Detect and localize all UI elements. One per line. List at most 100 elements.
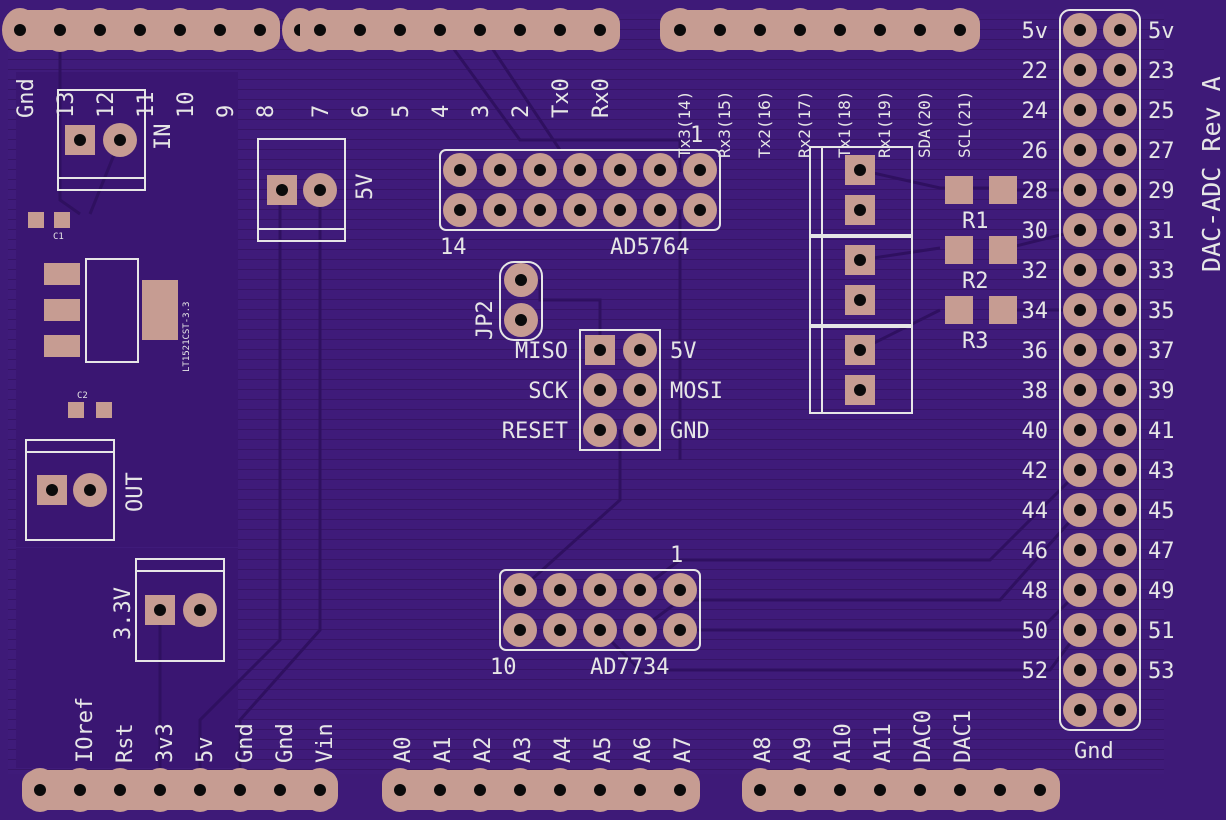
pin-label: DAC0 — [911, 710, 936, 763]
5v-pin-1 — [267, 175, 297, 205]
pin-label: Gnd — [14, 78, 39, 118]
terminal-pin — [845, 335, 875, 365]
pin-label: 9 — [214, 105, 239, 118]
header-pin — [142, 768, 178, 812]
pin-label: 36 — [1022, 339, 1049, 364]
pin-label: 42 — [1022, 459, 1049, 484]
header-pin — [1103, 693, 1137, 727]
pin-label: Gnd — [273, 723, 298, 763]
header-pin — [1103, 293, 1137, 327]
regulator-label: LT1521CST-3.3 — [182, 302, 192, 372]
header-pin — [622, 768, 658, 812]
ad5764-pin — [523, 193, 557, 227]
terminal-pin — [845, 245, 875, 275]
terminal-pin — [845, 285, 875, 315]
ad7734-pin — [663, 613, 697, 647]
silkscreen-outlines — [25, 9, 1141, 731]
header-pin — [582, 768, 618, 812]
pin-label: A0 — [391, 737, 416, 764]
pin-label: A9 — [791, 737, 816, 764]
header-pin — [1103, 53, 1137, 87]
header-pin — [742, 768, 778, 812]
in-pin-1 — [65, 125, 95, 155]
header-pin — [862, 768, 898, 812]
header-pin — [422, 8, 458, 52]
pin-label: A6 — [631, 737, 656, 764]
pin-label: 29 — [1148, 179, 1175, 204]
ad5764-pin1-label: 1 — [690, 123, 703, 148]
header-pin — [1103, 613, 1137, 647]
in-pin-2 — [103, 123, 137, 157]
pin-label: Tx1(18) — [835, 91, 854, 158]
in-label: IN — [151, 124, 176, 151]
header-pin — [742, 8, 778, 52]
header-pin — [902, 8, 938, 52]
pin-label: 3v3 — [153, 723, 178, 763]
header-pin — [1103, 13, 1137, 47]
header-strip — [742, 770, 1060, 810]
silkscreen-labels: DAC-ADC Rev A IN OUT 5V 3.3V C1 C2 LT152… — [14, 19, 1226, 764]
header-pin — [1103, 93, 1137, 127]
3v3-pin-2 — [183, 593, 217, 627]
icsp-pin — [583, 413, 617, 447]
header-pin — [1063, 293, 1097, 327]
ad5764-pin — [523, 153, 557, 187]
pin-label: 51 — [1148, 619, 1175, 644]
header-pin — [822, 8, 858, 52]
header-pin — [162, 8, 198, 52]
header-pin — [382, 768, 418, 812]
header-pin — [902, 768, 938, 812]
ad5764-pin — [563, 153, 597, 187]
pin-label: 48 — [1022, 579, 1049, 604]
header-pin — [302, 8, 338, 52]
pin-label: 3 — [469, 105, 494, 118]
jp2-pin — [504, 303, 538, 337]
pin-label: 4 — [429, 105, 454, 118]
ad7734-pin — [583, 613, 617, 647]
pin-label: 6 — [349, 105, 374, 118]
out-label: OUT — [123, 472, 148, 512]
pin-label: DAC1 — [951, 710, 976, 763]
pin-label: 35 — [1148, 299, 1175, 324]
pin-label: 30 — [1022, 219, 1049, 244]
out-pin-2 — [73, 473, 107, 507]
header-pin — [422, 768, 458, 812]
pin-label: IOref — [73, 697, 98, 763]
ad7734-pin — [503, 573, 537, 607]
ad5764-outline — [439, 149, 721, 231]
icsp-pin-1 — [585, 335, 615, 365]
pin-label: 22 — [1022, 59, 1049, 84]
header-pin — [662, 768, 698, 812]
header-pin — [262, 768, 298, 812]
ad5764-pin — [603, 153, 637, 187]
jp2-label: JP2 — [473, 300, 498, 340]
ad7734-pin — [543, 613, 577, 647]
right-header-gnd-label: Gnd — [1074, 739, 1114, 764]
header-pin — [1063, 13, 1097, 47]
ad5764-pin — [443, 153, 477, 187]
header-pin — [1063, 133, 1097, 167]
pin-label: 7 — [309, 105, 334, 118]
header-pin — [122, 8, 158, 52]
header-pin — [502, 8, 538, 52]
header-pin — [1063, 173, 1097, 207]
header-pin — [342, 8, 378, 52]
ad7734-pin — [583, 573, 617, 607]
header-pin — [582, 8, 618, 52]
pin-label: Rx2(17) — [795, 91, 814, 158]
screw-terminal-1 — [809, 146, 913, 236]
pin-label: A4 — [551, 737, 576, 764]
icsp-right-label: MOSI — [670, 379, 723, 404]
ad5764-pin — [683, 153, 717, 187]
icsp-pin — [623, 413, 657, 447]
pin-label: SCL(21) — [955, 91, 974, 158]
pin-label: 44 — [1022, 499, 1049, 524]
3v3-connector-outline — [135, 558, 225, 662]
header-pin — [102, 768, 138, 812]
header-pin — [1103, 213, 1137, 247]
header-pin — [82, 8, 118, 52]
pin-label: Gnd — [233, 723, 258, 763]
3v3-pin-1 — [145, 595, 175, 625]
icsp-left-label: SCK — [528, 379, 568, 404]
through-hole-pads — [2, 8, 1137, 812]
